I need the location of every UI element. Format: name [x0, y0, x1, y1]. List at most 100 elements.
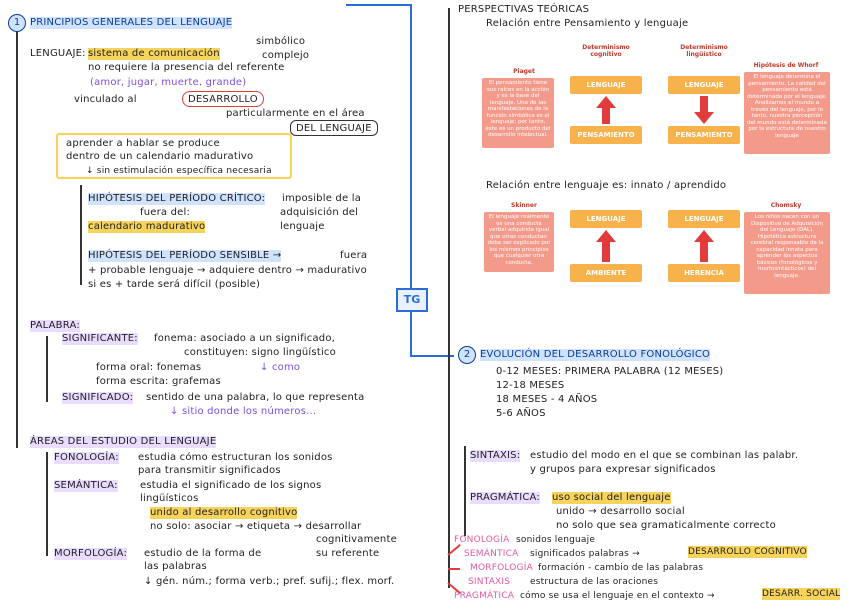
- areas-bracket: [46, 452, 48, 556]
- arrow-up-4-shaft: [700, 242, 708, 262]
- tarde-label: si es + tarde será difícil (posible): [88, 279, 261, 290]
- tg-label: TG: [403, 293, 421, 306]
- det-linguistico: Determinismo lingüístico: [680, 44, 728, 58]
- piaget-title: Piaget: [513, 68, 535, 75]
- sum-fonologia: FONOLOGÍA: [454, 535, 510, 545]
- card-lenguaje-4-label: LENGUAJE: [684, 215, 724, 223]
- simbolico-label: simbólico: [256, 36, 306, 47]
- piaget-desc: El pensamiento tiene sus raíces en la ac…: [482, 78, 554, 148]
- del-lenguaje-label: DEL LENGUAJE: [296, 123, 372, 134]
- perspectivas-title: PERSPECTIVAS TEÓRICAS: [458, 4, 590, 15]
- particular-label: particularmente en el área: [226, 108, 365, 119]
- significante-label: SIGNIFICANTE:: [62, 333, 138, 345]
- card-herencia-label: HERENCIA: [684, 269, 724, 277]
- pragmatica-label: PRAGMÁTICA:: [470, 492, 540, 504]
- arrow-up-4: [694, 230, 714, 242]
- sin-estimulacion: ↓ sin estimulación específica necesaria: [86, 166, 272, 176]
- desarrollo-label: DESARROLLO: [188, 94, 258, 105]
- significado-def: sentido de una palabra, lo que represent…: [146, 392, 365, 403]
- complejo-label: complejo: [262, 50, 310, 61]
- hipotesis-bracket: [80, 185, 82, 285]
- palabra-bracket: [46, 336, 48, 402]
- card-lenguaje-2: LENGUAJE: [668, 76, 740, 94]
- sum-pragmatica-res: DESARR. SOCIAL: [762, 588, 841, 600]
- morfologia-def2: las palabras: [144, 561, 207, 572]
- sum-pragmatica: PRAGMÁTICA: [454, 591, 515, 601]
- sintaxis-def2: y grupos para expresar significados: [530, 464, 716, 475]
- sintaxis-bracket: [464, 446, 466, 536]
- fonologia-def2: para transmitir significados: [138, 465, 281, 476]
- areas-title: ÁREAS DEL ESTUDIO DEL LENGUAJE: [30, 436, 217, 448]
- evo-item-1: 0-12 MESES: PRIMERA PALABRA (12 MESES): [496, 366, 724, 377]
- significado-label: SIGNIFICADO:: [62, 392, 134, 404]
- skinner-title: Skinner: [511, 202, 537, 209]
- sum-fonologia-def: sonidos lenguaje: [516, 535, 596, 545]
- tg-line-up: [410, 4, 412, 288]
- skinner-desc: El lenguaje realmente es una conducta ve…: [484, 212, 554, 272]
- left-vertical-line: [16, 20, 18, 448]
- fuera-label: fuera: [340, 250, 368, 261]
- lenguaje-line1: sistema de comunicación: [88, 48, 220, 60]
- cognitiva-label: cognitivamente: [316, 534, 397, 545]
- tg-line-down: [410, 308, 412, 356]
- morfologia-def1: estudio de la forma de: [144, 548, 262, 559]
- arrow-up-3-shaft: [602, 242, 610, 262]
- no-solo-gramatical: no solo que sea gramaticalmente correcto: [556, 520, 776, 531]
- sum-semantica-def: significados palabras →: [530, 549, 640, 559]
- pragmatica-def: uso social del lenguaje: [552, 492, 671, 504]
- referente-label: su referente: [316, 548, 380, 559]
- probable-label: + probable lenguaje → adquiere dentro → …: [88, 265, 367, 276]
- sitio-label: ↓ sitio donde los números...: [170, 406, 317, 417]
- morfologia-def3: ↓ gén. núm.; forma verb.; pref. sufij.; …: [144, 576, 395, 587]
- whorf-desc: El lenguaje determina el pensamiento. La…: [744, 72, 830, 154]
- fuera-del: fuera del:: [140, 207, 191, 218]
- arrow-down-2-shaft: [700, 96, 708, 112]
- no-solo: no solo: asociar → etiqueta → desarrolla…: [150, 521, 362, 532]
- calendario-label: calendario madurativo: [88, 221, 206, 233]
- card-ambiente: AMBIENTE: [570, 264, 642, 282]
- section-1-title: PRINCIPIOS GENERALES DEL LENGUAJE: [30, 17, 233, 29]
- lenguaje-line2: no requiere la presencia del referente: [88, 62, 285, 73]
- aprender-line1: aprender a hablar se produce: [66, 138, 220, 149]
- sum-semantica-res: DESARROLLO COGNITIVO: [688, 546, 807, 558]
- sum-pragmatica-def: cómo se usa el lenguaje en el contexto →: [520, 591, 715, 601]
- tg-line-right: [410, 355, 454, 357]
- card-pensamiento-2-label: PENSAMIENTO: [675, 131, 733, 139]
- vinculado-label: vinculado al: [74, 94, 137, 105]
- det-cognitivo: Determinismo cognitivo: [582, 44, 630, 58]
- adquisicion-label: adquisición del: [280, 207, 359, 218]
- desarrollo-frame: [182, 91, 264, 107]
- unido-social: unido → desarrollo social: [556, 506, 685, 517]
- arrow-up-3: [596, 230, 616, 242]
- card-lenguaje-1: LENGUAJE: [570, 76, 642, 94]
- palabra-label: PALABRA:: [30, 320, 80, 332]
- relacion-innato: Relación entre lenguaje es: innato / apr…: [486, 180, 727, 191]
- aprender-line2: dentro de un calendario madurativo: [66, 151, 254, 162]
- whorf-title: Hipótesis de Whorf: [753, 62, 819, 69]
- card-ambiente-label: AMBIENTE: [585, 269, 627, 277]
- right-vertical-line: [448, 8, 450, 588]
- como-label: ↓ como: [260, 362, 301, 373]
- card-lenguaje-4: LENGUAJE: [668, 210, 740, 228]
- card-lenguaje-1-label: LENGUAJE: [586, 81, 626, 89]
- fonologia-label: FONOLOGÍA:: [54, 452, 119, 464]
- evo-item-4: 5-6 AÑOS: [496, 408, 546, 419]
- lenguaje2-label: lenguaje: [280, 221, 325, 232]
- morfologia-label: MORFOLOGÍA:: [54, 548, 128, 560]
- hipotesis-sensible-label: HIPÓTESIS DEL PERÍODO SENSIBLE →: [88, 250, 282, 262]
- evo-item-3: 18 MESES - 4 AÑOS: [496, 394, 598, 405]
- section-1-number: 1: [13, 17, 21, 28]
- card-lenguaje-3: LENGUAJE: [570, 210, 642, 228]
- tg-line-top: [346, 4, 410, 6]
- sum-sintaxis: SINTAXIS: [468, 577, 511, 587]
- sum-morfologia-def: formación - cambio de las palabras: [538, 563, 704, 573]
- section-2-title: EVOLUCIÓN DEL DESARROLLO FONOLÓGICO: [480, 349, 711, 361]
- section-2-badge: 2: [458, 346, 476, 364]
- sum-sintaxis-def: estructura de las oraciones: [530, 577, 659, 587]
- arrow-down-2: [694, 112, 714, 124]
- sintaxis-def1: estudio del modo en el que se combinan l…: [530, 450, 799, 461]
- card-pensamiento-2: PENSAMIENTO: [668, 126, 740, 144]
- arrow-up-1-shaft: [602, 108, 610, 124]
- fonologia-def1: estudia cómo estructuran los sonidos: [138, 452, 333, 463]
- card-lenguaje-2-label: LENGUAJE: [684, 81, 724, 89]
